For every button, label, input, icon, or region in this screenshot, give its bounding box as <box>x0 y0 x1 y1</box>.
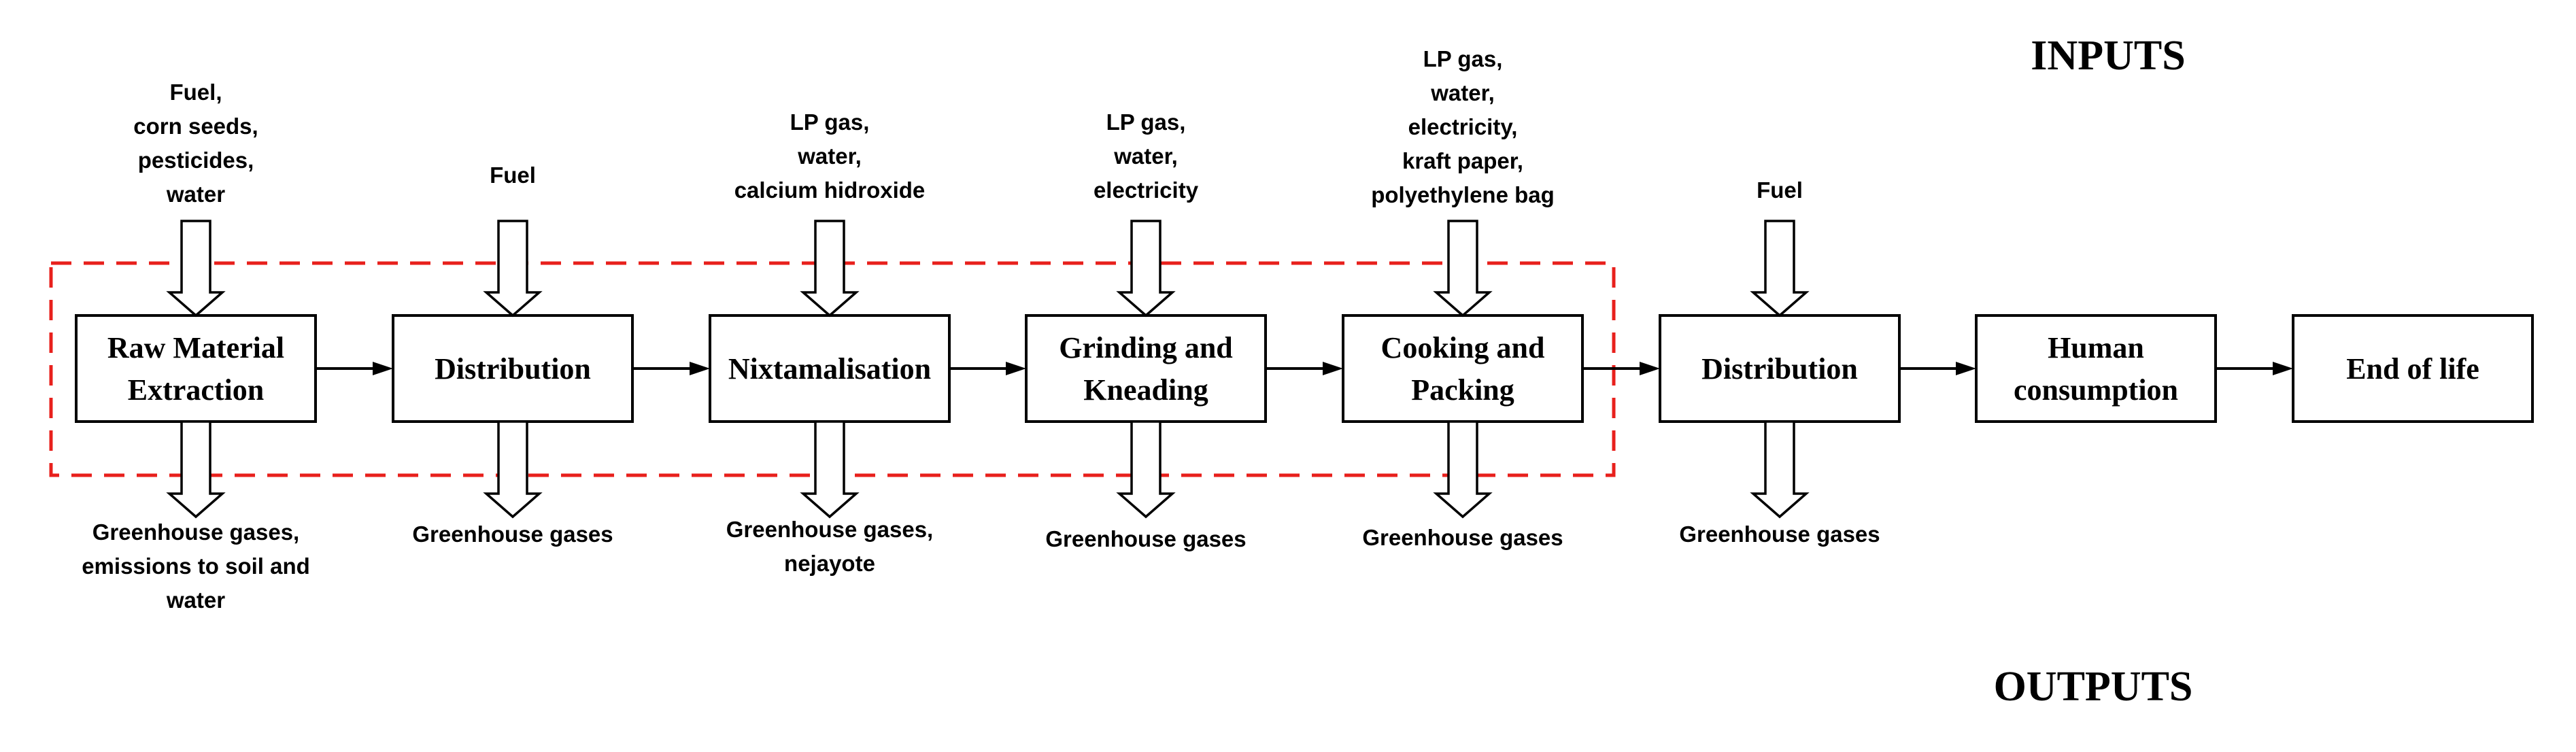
input-text: electricity, <box>1408 114 1518 139</box>
input-text: Fuel, <box>169 80 222 105</box>
input-arrow <box>1750 220 1810 318</box>
flow-arrow-head <box>373 362 393 375</box>
stage-label: Raw Material <box>107 331 284 364</box>
output-text: Greenhouse gases <box>412 522 613 547</box>
input-arrow <box>483 220 543 318</box>
input-arrow <box>166 220 226 318</box>
output-text: nejayote <box>784 551 875 576</box>
input-text: water, <box>797 143 862 169</box>
outputs-heading: OUTPUTS <box>1994 664 2193 710</box>
output-arrow <box>483 420 543 519</box>
output-text: emissions to soil and <box>82 553 310 579</box>
output-arrow <box>1750 420 1810 519</box>
stage-label: Cooking and <box>1381 331 1545 364</box>
input-text: pesticides, <box>138 148 254 173</box>
input-text: LP gas, <box>1106 109 1186 135</box>
stage-label: Packing <box>1411 373 1514 407</box>
output-text: water <box>166 587 225 613</box>
stage-label: Nixtamalisation <box>728 352 931 386</box>
output-arrow <box>1116 420 1176 519</box>
input-text: kraft paper, <box>1402 148 1523 173</box>
output-text: Greenhouse gases <box>1362 525 1563 550</box>
stage-box-grinding-and-kneading <box>1025 314 1267 423</box>
output-arrow <box>800 420 860 519</box>
stage-label: Extraction <box>128 373 264 407</box>
input-text: Fuel <box>1757 177 1803 203</box>
output-text: Greenhouse gases, <box>726 517 933 542</box>
flow-arrow-head <box>1323 362 1343 375</box>
stage-label: Grinding and <box>1059 331 1233 364</box>
stage-box-distribution-2 <box>1659 314 1901 423</box>
input-text: water, <box>1113 143 1178 169</box>
stage-label: Human <box>2048 331 2144 364</box>
flow-arrow-head <box>2273 362 2293 375</box>
input-text: calcium hidroxide <box>734 177 926 203</box>
inputs-heading: INPUTS <box>2031 33 2185 79</box>
input-arrow <box>800 220 860 318</box>
input-text: LP gas, <box>790 109 870 135</box>
stage-label: Distribution <box>435 352 591 386</box>
input-text: corn seeds, <box>133 114 258 139</box>
flow-arrow-head <box>1956 362 1976 375</box>
input-text: Fuel <box>490 163 536 188</box>
output-text: Greenhouse gases <box>1679 522 1880 547</box>
input-text: water, <box>1430 80 1495 105</box>
stage-box-nixtamalisation <box>709 314 951 423</box>
output-text: Greenhouse gases <box>1045 526 1246 551</box>
flow-arrow-head <box>1640 362 1660 375</box>
stage-label: Distribution <box>1701 352 1858 386</box>
flow-arrow-head <box>1006 362 1026 375</box>
stage-label: End of life <box>2346 352 2479 386</box>
output-arrow <box>1433 420 1493 519</box>
input-arrow <box>1433 220 1493 318</box>
input-text: LP gas, <box>1423 46 1503 71</box>
input-text: water <box>166 182 225 207</box>
stage-box-end-of-life <box>2292 314 2534 423</box>
stage-label: Kneading <box>1083 373 1208 407</box>
flow-arrow-head <box>690 362 710 375</box>
stage-label: consumption <box>2014 373 2178 407</box>
output-arrow <box>166 420 226 519</box>
input-text: polyethylene bag <box>1371 182 1555 207</box>
input-arrow <box>1116 220 1176 318</box>
input-text: electricity <box>1094 177 1199 203</box>
output-text: Greenhouse gases, <box>92 519 299 545</box>
